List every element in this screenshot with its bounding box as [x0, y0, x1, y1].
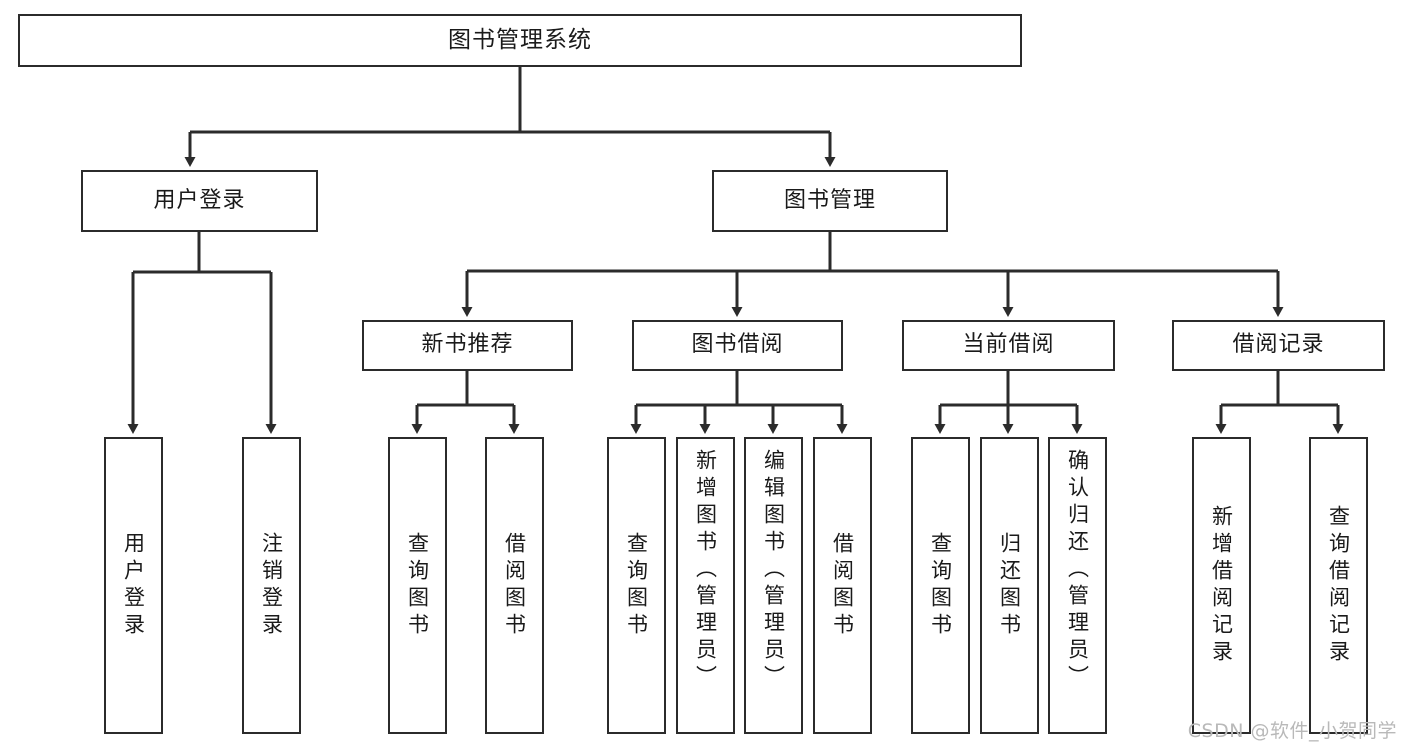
node-label: 借阅图书 [830, 531, 855, 640]
leaf-query-book-borrow[interactable]: 查询图书 [607, 437, 666, 734]
node-label: 图书管理系统 [448, 26, 592, 53]
node-label: 查询借阅记录 [1326, 504, 1351, 667]
leaf-borrow-book-recommend[interactable]: 借阅图书 [485, 437, 544, 734]
node-borrow-record[interactable]: 借阅记录 [1172, 320, 1385, 371]
node-label: 图书借阅 [691, 332, 784, 358]
leaf-user-login[interactable]: 用户登录 [104, 437, 163, 734]
node-book-manage[interactable]: 图书管理 [712, 170, 948, 232]
node-label: 新增图书（管理员） [693, 449, 718, 692]
node-user-login[interactable]: 用户登录 [81, 170, 318, 232]
leaf-confirm-return[interactable]: 确认归还（管理员） [1048, 437, 1107, 734]
node-label: 借阅记录 [1232, 332, 1325, 358]
node-label: 查询图书 [928, 531, 953, 640]
leaf-edit-book[interactable]: 编辑图书（管理员） [744, 437, 803, 734]
node-label: 借阅图书 [502, 531, 527, 640]
node-label: 查询图书 [624, 531, 649, 640]
leaf-borrow-book-borrow[interactable]: 借阅图书 [813, 437, 872, 734]
node-label: 确认归还（管理员） [1065, 449, 1090, 692]
node-current-borrow[interactable]: 当前借阅 [902, 320, 1115, 371]
node-book-borrow[interactable]: 图书借阅 [632, 320, 843, 371]
node-label: 图书管理 [783, 187, 876, 213]
node-new-book-recommend[interactable]: 新书推荐 [362, 320, 573, 371]
leaf-return-book[interactable]: 归还图书 [980, 437, 1039, 734]
node-label: 编辑图书（管理员） [761, 449, 786, 692]
node-label: 归还图书 [997, 531, 1022, 640]
node-root-system[interactable]: 图书管理系统 [18, 14, 1022, 67]
node-label: 新书推荐 [421, 332, 514, 358]
node-label: 用户登录 [153, 187, 246, 213]
node-label: 新增借阅记录 [1209, 504, 1234, 667]
leaf-query-book-current[interactable]: 查询图书 [911, 437, 970, 734]
leaf-logout-login[interactable]: 注销登录 [242, 437, 301, 734]
node-label: 查询图书 [405, 531, 430, 640]
node-label: 当前借阅 [962, 332, 1055, 358]
leaf-add-borrow-record[interactable]: 新增借阅记录 [1192, 437, 1251, 734]
node-label: 注销登录 [259, 531, 284, 640]
leaf-add-book[interactable]: 新增图书（管理员） [676, 437, 735, 734]
node-label: 用户登录 [121, 531, 146, 640]
leaf-query-book-recommend[interactable]: 查询图书 [388, 437, 447, 734]
watermark-text: CSDN @软件_小贺同学 [1187, 720, 1397, 742]
leaf-query-borrow-record[interactable]: 查询借阅记录 [1309, 437, 1368, 734]
